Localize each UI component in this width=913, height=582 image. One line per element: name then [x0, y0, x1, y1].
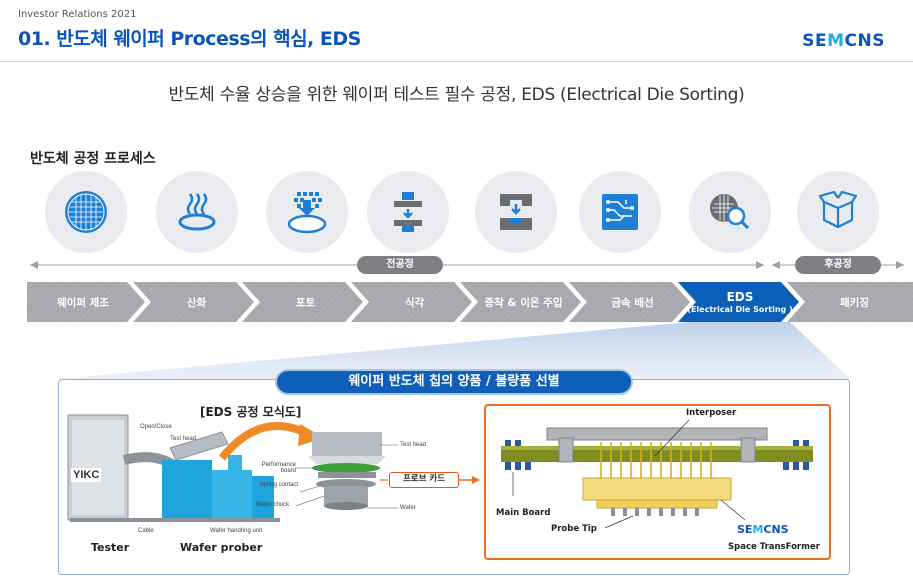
ir-label: Investor Relations 2021 — [18, 9, 137, 20]
process-chevrons — [27, 282, 913, 322]
photo-wafer-icon — [266, 171, 348, 253]
process-timeline: 전공정 후공정 — [0, 256, 913, 274]
cable-label: Cable — [138, 528, 154, 534]
tester-brand: YIKC — [71, 468, 102, 482]
test-head-small-label: Test head — [170, 436, 197, 442]
probe-card-cross-section — [501, 419, 813, 529]
interposer-label: Interposer — [686, 408, 737, 418]
timeline-arrows — [30, 261, 904, 269]
page-title: 01. 반도체 웨이퍼 Process의 핵심, EDS — [18, 28, 361, 50]
wafer-chuck-label: Wafer chuck — [256, 502, 290, 508]
open-close-label: Open/Close — [140, 424, 172, 430]
spring-contact-label: Spring contact — [259, 482, 298, 488]
oxidation-heat-icon — [156, 171, 238, 253]
company-logo: SEMCNS — [802, 31, 885, 51]
header-divider — [0, 61, 913, 62]
package-box-icon — [797, 171, 879, 253]
step-packaging: 패키징 — [840, 296, 869, 309]
zoom-projection — [58, 322, 850, 379]
wafer-inspect-icon — [689, 171, 771, 253]
deposition-icon — [475, 171, 557, 253]
process-steps: 웨이퍼 제조 산화 포토 식각 증착 & 이온 주입 금속 배선 EDS(Ele… — [27, 282, 913, 322]
step-oxidation: 산화 — [186, 296, 207, 309]
panel-logo: SEMCNS — [737, 523, 789, 536]
tester-label: Tester — [91, 541, 130, 554]
wafer-handling-label: Wafer handring unit — [210, 528, 263, 534]
step-wafer-manufacturing: 웨이퍼 제조 — [57, 296, 109, 309]
test-head-label: Test head — [400, 442, 427, 448]
section-title: 반도체 공정 프로세스 — [30, 151, 156, 167]
diagram-title: [EDS 공정 모식도] — [200, 405, 302, 419]
wafer-grid-icon — [45, 171, 127, 253]
step-eds: EDS(Electrical Die Sorting ) — [687, 290, 793, 314]
page-subtitle: 반도체 수율 상승을 위한 웨이퍼 테스트 필수 공정, EDS (Electr… — [168, 85, 745, 105]
step-photo: 포토 — [295, 296, 316, 309]
front-end-label: 전공정 — [357, 256, 443, 274]
eds-banner: 웨이퍼 반도체 칩의 양품 / 불량품 선별 — [275, 369, 633, 395]
eds-equipment-illustration — [67, 414, 480, 522]
wafer-prober-label: Wafer prober — [180, 541, 263, 554]
circuit-board-icon — [579, 171, 661, 253]
performance-board-label: Performance board — [261, 462, 296, 474]
probe-tip-label: Probe Tip — [551, 524, 597, 534]
step-etching: 식각 — [404, 296, 425, 309]
process-icon-row — [0, 171, 913, 253]
space-transformer-label: Space TransFormer — [728, 542, 820, 552]
step-metal-wiring: 금속 배선 — [611, 296, 654, 309]
back-end-label: 후공정 — [795, 256, 881, 274]
main-board-label: Main Board — [496, 508, 551, 518]
step-deposition-ion: 증착 & 이온 주입 — [484, 296, 563, 309]
probe-card-label: 프로브 카드 — [389, 472, 459, 488]
etch-press-icon — [367, 171, 449, 253]
wafer-label: Wafer — [400, 505, 416, 511]
